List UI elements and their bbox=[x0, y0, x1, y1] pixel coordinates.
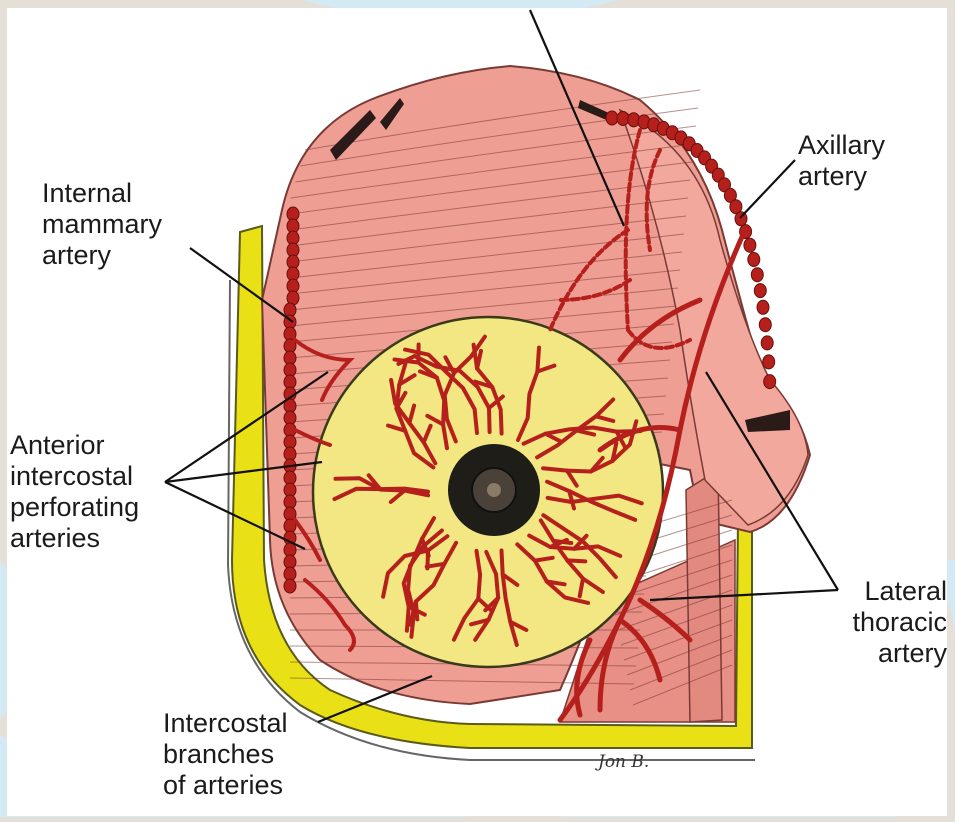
artery-bead bbox=[748, 253, 760, 267]
label-internal-mammary-artery: Internal mammary artery bbox=[42, 178, 162, 271]
artery-bead bbox=[757, 300, 769, 314]
artery-bead bbox=[284, 579, 296, 593]
label-lateral-thoracic-artery: Lateral thoracic artery bbox=[852, 576, 947, 669]
vessel-twig bbox=[535, 558, 553, 561]
artery-bead bbox=[763, 355, 775, 369]
artery-bead bbox=[744, 238, 756, 252]
label-anterior-intercostal-perforating-arteries: Anterior intercostal perforating arterie… bbox=[10, 430, 139, 554]
artery-bead bbox=[606, 111, 618, 125]
label-axillary-artery: Axillary artery bbox=[798, 130, 885, 192]
artery-bead bbox=[751, 268, 763, 282]
artery-bead bbox=[754, 284, 766, 298]
label-intercostal-branches-of-arteries: Intercostal branches of arteries bbox=[163, 708, 288, 801]
artery-bead bbox=[761, 336, 773, 350]
nipple-tip bbox=[487, 483, 501, 497]
artery-bead bbox=[764, 375, 776, 389]
artist-signature: Jon B. bbox=[598, 752, 649, 772]
artery-bead bbox=[617, 112, 629, 126]
artery-bead bbox=[759, 318, 771, 332]
